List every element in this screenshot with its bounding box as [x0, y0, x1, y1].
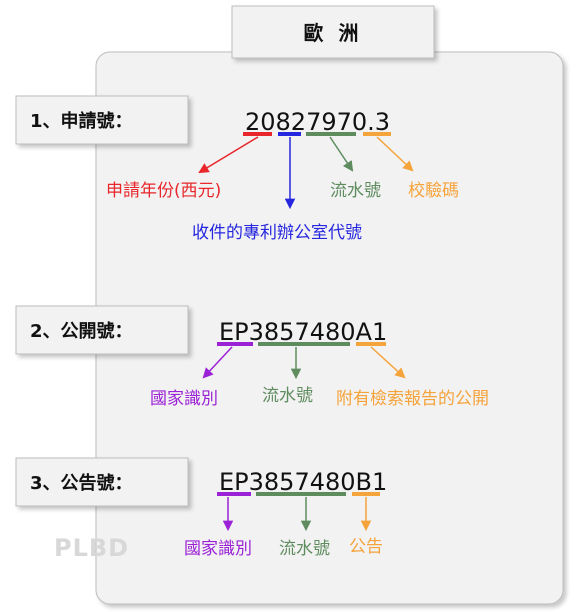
section-3-note-kind: 公告 — [349, 537, 383, 557]
section-2-label-box — [15, 305, 189, 355]
section-3-label: 3、公告號： — [30, 472, 133, 494]
section-3-note-serial: 流水號 — [279, 539, 330, 559]
section-2-note-country: 國家識別 — [150, 389, 218, 409]
section-1-note-check: 校驗碼 — [408, 181, 459, 201]
diagram-title: 歐 洲 — [304, 21, 363, 45]
section-3-label-box — [15, 457, 189, 507]
section-1-arrow-serial — [329, 136, 354, 172]
section-2-label: 2、公開號： — [30, 321, 133, 342]
section-1-label-box — [15, 95, 189, 145]
section-2-arrow-country — [202, 346, 233, 379]
title-box — [231, 5, 435, 59]
section-1-label: 1、申請號： — [30, 110, 133, 132]
section-2-note-serial: 流水號 — [262, 386, 313, 406]
section-2-arrow-kind — [370, 346, 406, 379]
section-2-code: EP3857480A1 — [219, 318, 387, 346]
section-1-code: 20827970.3 — [245, 108, 390, 136]
section-1-arrow-check — [376, 136, 414, 172]
section-3-note-country: 國家識別 — [184, 539, 252, 559]
section-1-note-serial: 流水號 — [330, 181, 381, 201]
section-1-arrow-year — [198, 136, 259, 174]
section-2-note-kind: 附有檢索報告的公開 — [336, 389, 489, 409]
section-1-note-office: 收件的專利辦公室代號 — [192, 223, 362, 243]
section-3-code: EP3857480B1 — [219, 468, 387, 496]
section-1-note-year: 申請年份(西元) — [106, 181, 221, 201]
watermark-logo: PLBD — [54, 534, 129, 562]
